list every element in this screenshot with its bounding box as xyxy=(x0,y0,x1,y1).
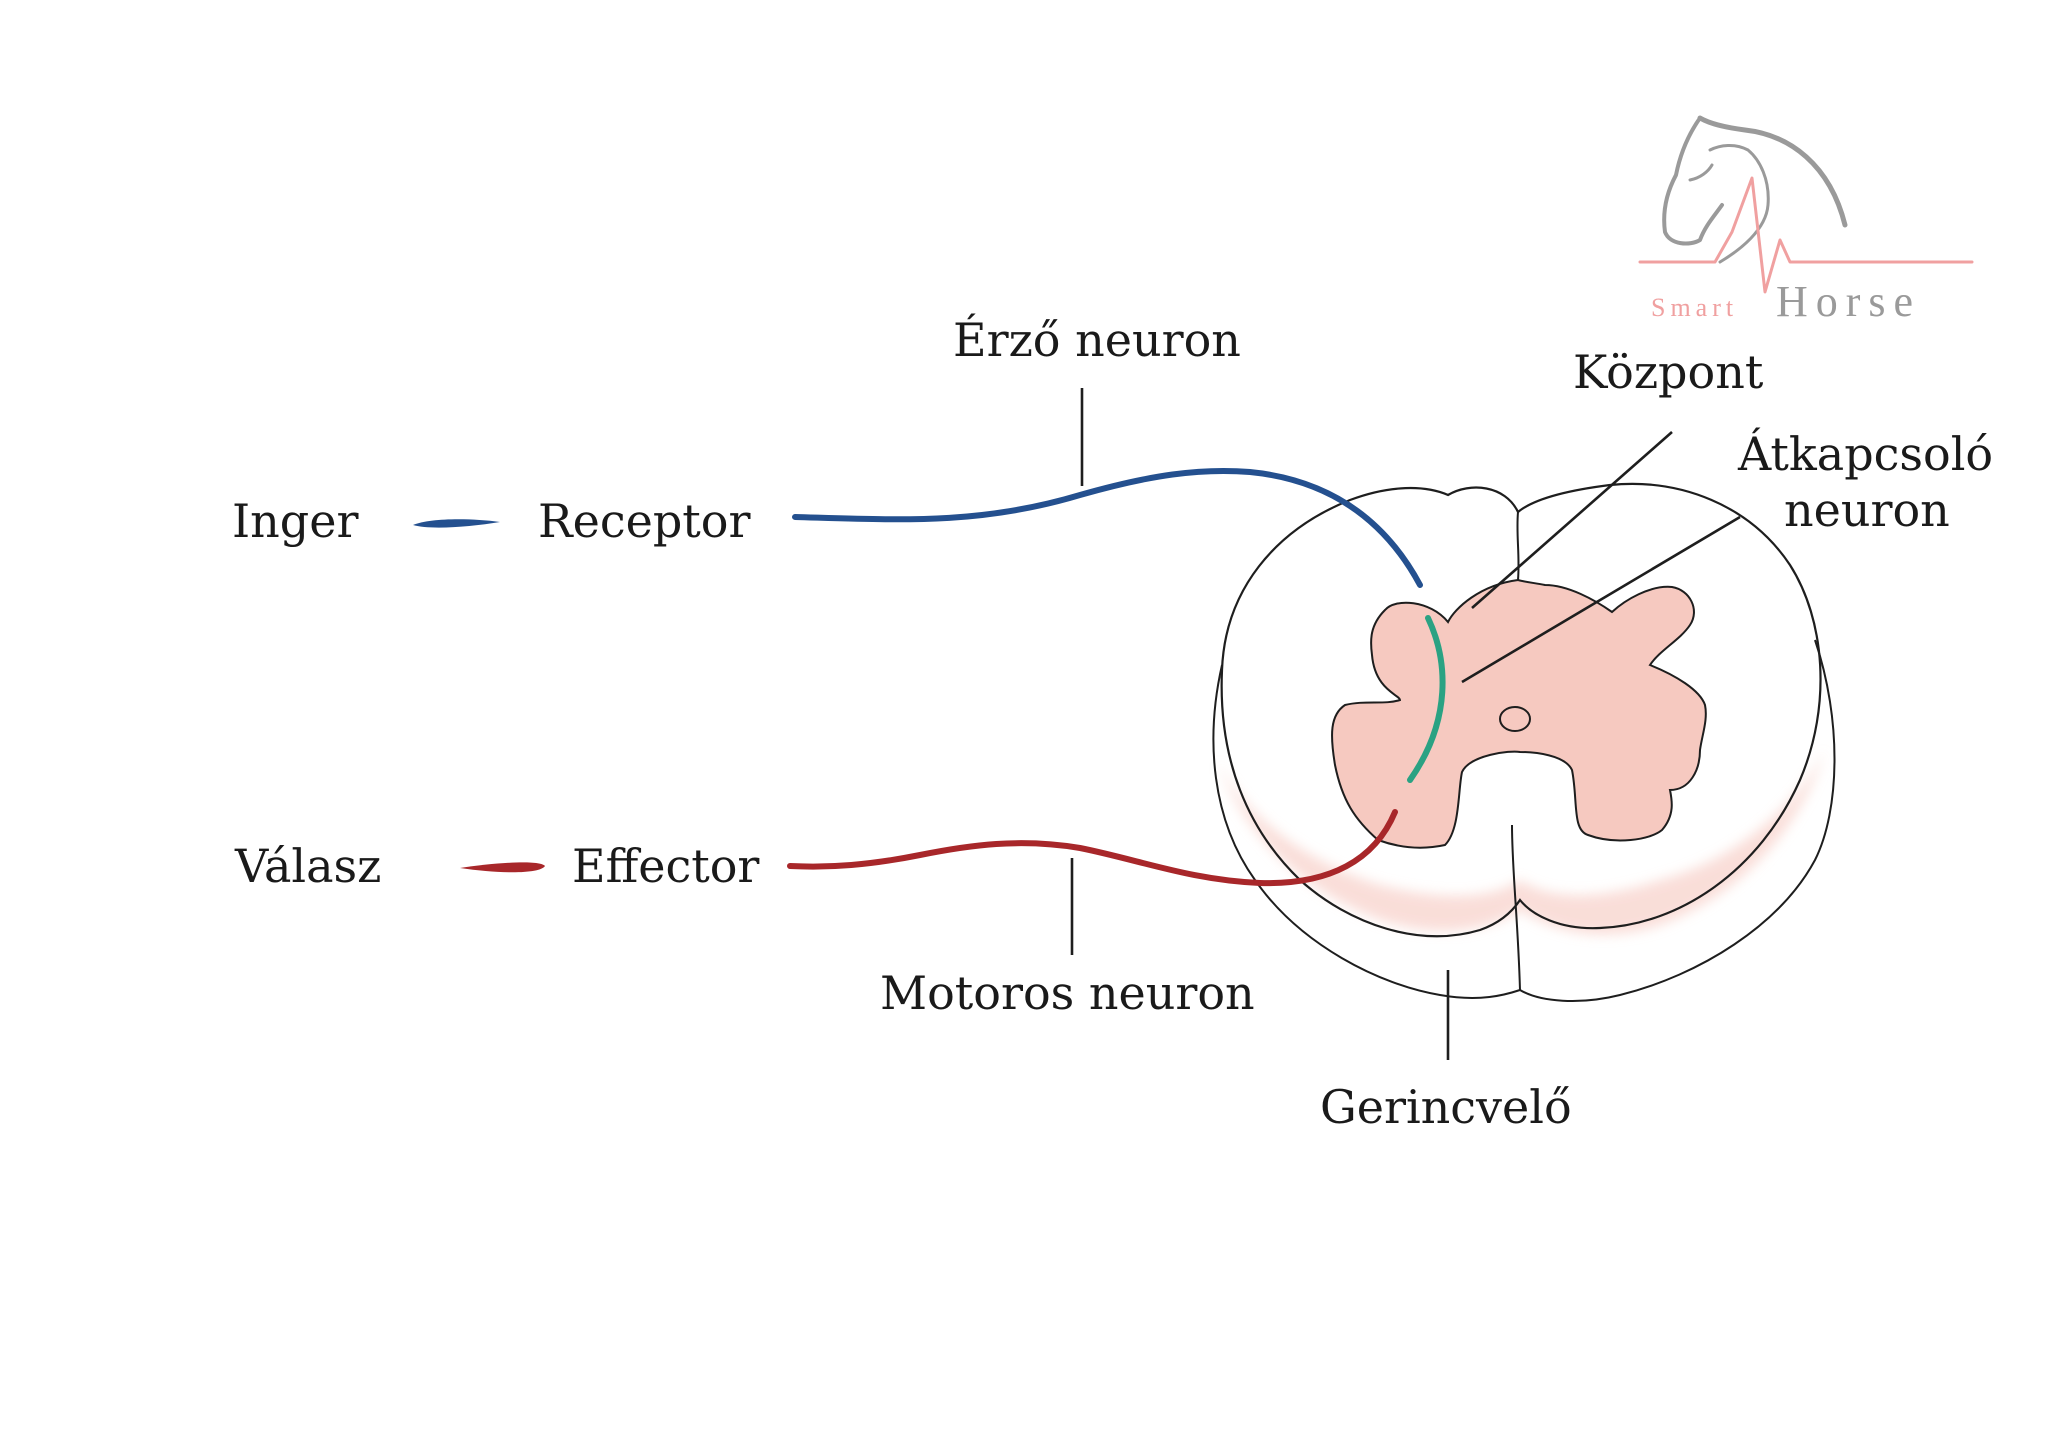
sensory-neuron-label: Érző neuron xyxy=(953,312,1241,367)
motor-neuron-label: Motoros neuron xyxy=(880,966,1255,1020)
interneuron-label-line1: Átkapcsoló xyxy=(1737,426,1993,481)
center-leader xyxy=(1471,431,1673,609)
logo-word-large: Horse xyxy=(1776,277,1921,326)
gray-matter xyxy=(1331,578,1707,849)
labels: Inger Receptor Érző neuron Központ Átkap… xyxy=(232,312,1993,1134)
dorsal-median-septum xyxy=(1516,511,1520,581)
interneuron-leader xyxy=(1461,515,1741,684)
receptor-label: Receptor xyxy=(538,494,750,548)
effector-label: Effector xyxy=(572,839,759,893)
sensory-neuron-path xyxy=(792,467,1423,588)
motor-neuron-path xyxy=(787,809,1398,887)
center-label: Központ xyxy=(1573,345,1764,399)
spinal-cord-label: Gerincvelő xyxy=(1320,1080,1572,1134)
spinal-cord-outer-rim-left xyxy=(1212,664,1521,999)
interneuron-path xyxy=(1407,615,1446,783)
interneuron-label-line2: neuron xyxy=(1784,483,1950,537)
logo-word-small: Smart xyxy=(1651,293,1738,322)
spinal-cord-outline xyxy=(1220,482,1822,938)
central-canal xyxy=(1499,706,1531,732)
ventral-median-fissure xyxy=(1511,824,1521,991)
leader-lines xyxy=(1070,388,1741,1060)
smarthorse-logo: Smart Horse xyxy=(1638,115,1974,326)
neural-pathway xyxy=(413,467,1446,887)
stimulus-label: Inger xyxy=(232,494,358,548)
response-label: Válasz xyxy=(234,839,381,893)
spinal-cord-outer-rim-right xyxy=(1519,639,1836,1002)
response-arrow xyxy=(460,862,545,873)
spinal-cord-cross-section xyxy=(1212,482,1836,1002)
stimulus-arrow xyxy=(413,519,500,528)
horse-head-heartbeat-icon xyxy=(1638,115,1974,294)
spinal-cord-ventral-shading xyxy=(1218,750,1825,935)
